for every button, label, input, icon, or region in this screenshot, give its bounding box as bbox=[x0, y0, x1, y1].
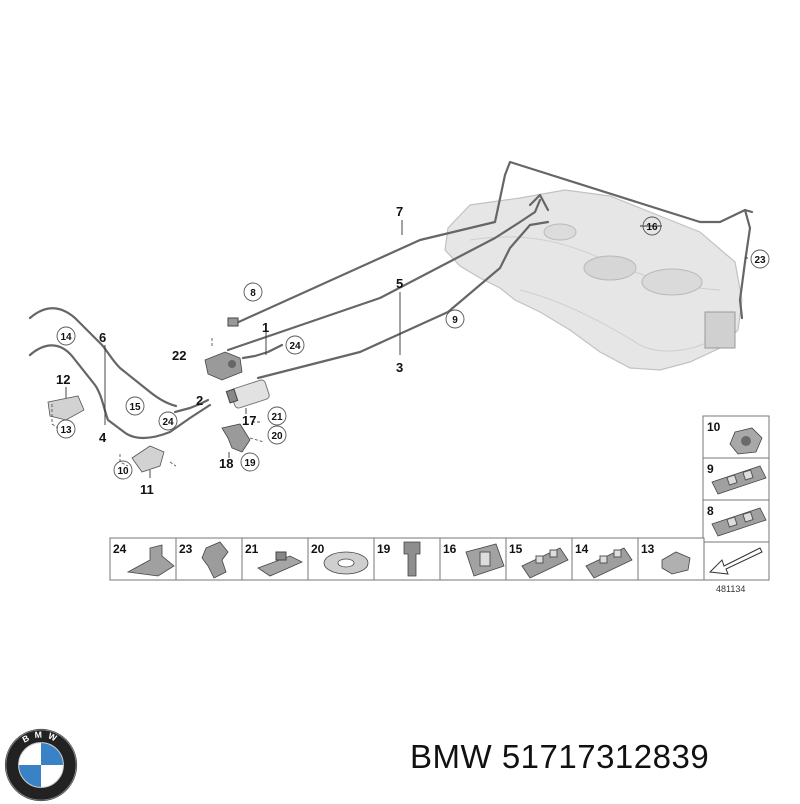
callout-24-lower: 24 bbox=[158, 411, 178, 431]
callout-22: 22 bbox=[172, 348, 186, 363]
table-cell-arrow bbox=[703, 541, 770, 581]
svg-text:21: 21 bbox=[245, 542, 259, 556]
svg-text:23: 23 bbox=[179, 542, 193, 556]
fuel-filter bbox=[225, 379, 270, 409]
svg-text:16: 16 bbox=[443, 542, 457, 556]
fuel-lines bbox=[28, 160, 754, 440]
callout-1: 1 bbox=[262, 320, 269, 335]
table-cell-15: 15 bbox=[505, 537, 573, 581]
callout-10: 10 bbox=[113, 460, 133, 480]
svg-text:24: 24 bbox=[162, 417, 174, 428]
clip-icon bbox=[711, 507, 767, 537]
table-cell-9: 9 bbox=[702, 457, 770, 501]
callout-16: 16 bbox=[642, 216, 662, 236]
svg-text:19: 19 bbox=[377, 542, 391, 556]
callout-21: 21 bbox=[267, 406, 287, 426]
parts-table-bottom-row: 24 23 21 20 19 16 bbox=[109, 537, 770, 581]
callout-7: 7 bbox=[396, 204, 403, 219]
svg-text:24: 24 bbox=[113, 542, 127, 556]
clip-8 bbox=[227, 317, 239, 327]
svg-text:8: 8 bbox=[250, 288, 256, 299]
valve-assembly bbox=[204, 351, 243, 381]
table-cell-13: 13 bbox=[637, 537, 705, 581]
callout-5: 5 bbox=[396, 276, 403, 291]
svg-text:10: 10 bbox=[707, 420, 721, 434]
callout-labels: 1 2 3 4 5 6 7 11 12 17 18 22 bbox=[56, 204, 403, 497]
table-cell-8: 8 bbox=[702, 499, 770, 543]
fuel-tank bbox=[444, 189, 743, 371]
table-cell-16: 16 bbox=[439, 537, 507, 581]
callout-23: 23 bbox=[750, 249, 770, 269]
bmw-logo-icon: BMW bbox=[4, 728, 78, 802]
table-cell-24: 24 bbox=[109, 537, 177, 581]
svg-text:15: 15 bbox=[509, 542, 523, 556]
callout-3: 3 bbox=[396, 360, 403, 375]
leader-lines bbox=[65, 220, 748, 478]
callout-13: 13 bbox=[56, 419, 76, 439]
nut-icon bbox=[661, 551, 691, 575]
callout-9: 9 bbox=[445, 309, 465, 329]
callout-24-upper: 24 bbox=[285, 335, 305, 355]
svg-text:10: 10 bbox=[117, 466, 129, 477]
svg-text:16: 16 bbox=[646, 222, 658, 233]
clip-icon bbox=[711, 465, 767, 495]
part-caption: BMW 51717312839 bbox=[410, 738, 710, 775]
svg-text:23: 23 bbox=[754, 255, 766, 266]
callout-14: 14 bbox=[56, 326, 76, 346]
parts-table-right-column: 10 9 8 bbox=[702, 415, 770, 543]
svg-text:8: 8 bbox=[707, 504, 714, 518]
arrow-icon bbox=[708, 547, 763, 575]
clip-icon bbox=[126, 544, 175, 577]
callout-11: 11 bbox=[140, 482, 154, 497]
table-cell-23: 23 bbox=[175, 537, 243, 581]
callout-18: 18 bbox=[219, 456, 233, 471]
svg-text:15: 15 bbox=[129, 402, 141, 413]
table-cell-21: 21 bbox=[241, 537, 309, 581]
table-cell-20: 20 bbox=[307, 537, 375, 581]
callout-4: 4 bbox=[99, 430, 107, 445]
table-cell-10: 10 bbox=[702, 415, 770, 459]
svg-text:13: 13 bbox=[60, 425, 72, 436]
callout-6: 6 bbox=[99, 330, 106, 345]
callout-12: 12 bbox=[56, 372, 70, 387]
callout-2: 2 bbox=[196, 393, 203, 408]
callout-20: 20 bbox=[267, 425, 287, 445]
callout-19: 19 bbox=[240, 452, 260, 472]
bolt-icon bbox=[403, 541, 421, 577]
svg-text:19: 19 bbox=[244, 458, 256, 469]
table-cell-14: 14 bbox=[571, 537, 639, 581]
diagram-reference-number: 481134 bbox=[716, 584, 745, 594]
svg-text:21: 21 bbox=[271, 412, 283, 423]
svg-text:14: 14 bbox=[60, 332, 72, 343]
svg-text:13: 13 bbox=[641, 542, 655, 556]
clip-icon bbox=[201, 541, 229, 579]
callout-17: 17 bbox=[242, 413, 256, 428]
dashed-brackets bbox=[51, 338, 265, 467]
svg-text:9: 9 bbox=[707, 462, 714, 476]
svg-text:24: 24 bbox=[289, 341, 301, 352]
bracket-12 bbox=[47, 395, 85, 421]
table-cell-19: 19 bbox=[373, 537, 441, 581]
bracket-18 bbox=[221, 423, 251, 453]
bracket-11 bbox=[131, 445, 165, 473]
svg-text:20: 20 bbox=[271, 431, 283, 442]
svg-text:20: 20 bbox=[311, 542, 325, 556]
svg-text:14: 14 bbox=[575, 542, 589, 556]
svg-text:9: 9 bbox=[452, 315, 458, 326]
callout-8: 8 bbox=[243, 282, 263, 302]
circled-callouts: 8 9 10 13 14 15 16 19 20 21 23 24 24 bbox=[56, 216, 770, 480]
callout-15: 15 bbox=[125, 396, 145, 416]
